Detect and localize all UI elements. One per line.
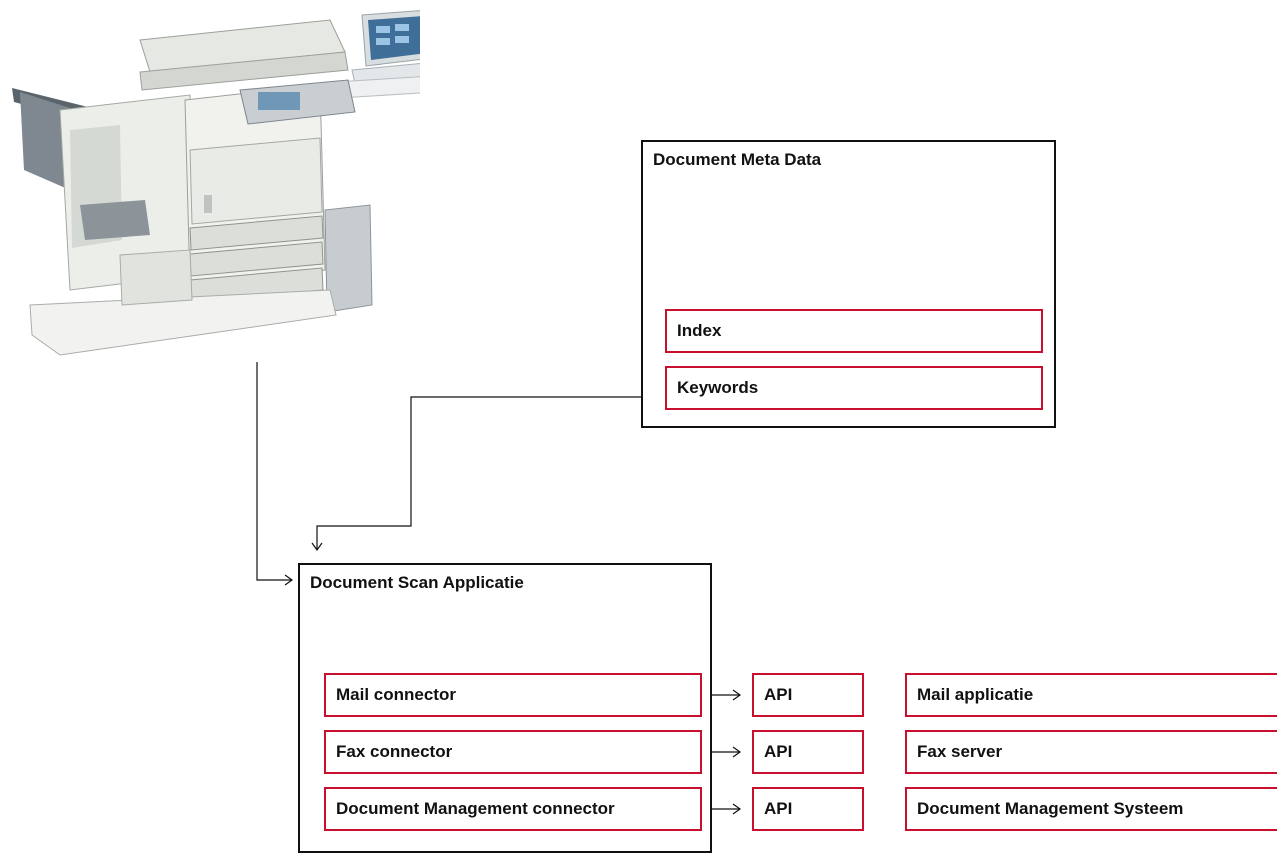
fax-server: Fax server [905,730,1277,774]
api-box-dms: API [752,787,864,831]
printer-monitor [334,10,420,99]
meta-item-keywords: Keywords [665,366,1043,410]
fax-connector: Fax connector [324,730,702,774]
arrow-right-icon [732,803,742,815]
arrow-right-icon [732,689,742,701]
meta-to-scan-line [316,396,642,550]
meta-item-index: Index [665,309,1043,353]
multifunction-printer-icon [12,10,420,356]
scan-box-title: Document Scan Applicatie [310,573,524,592]
printer-to-scan-line [256,362,292,581]
arrow-down-icon [311,542,323,552]
api-box-mail: API [752,673,864,717]
arrow-right-icon [284,574,294,586]
meta-box-title: Document Meta Data [653,150,822,169]
document-management-systeem: Document Management Systeem [905,787,1277,831]
document-management-connector: Document Management connector [324,787,702,831]
mail-applicatie: Mail applicatie [905,673,1277,717]
api-box-fax: API [752,730,864,774]
mail-connector: Mail connector [324,673,702,717]
arrow-right-icon [732,746,742,758]
